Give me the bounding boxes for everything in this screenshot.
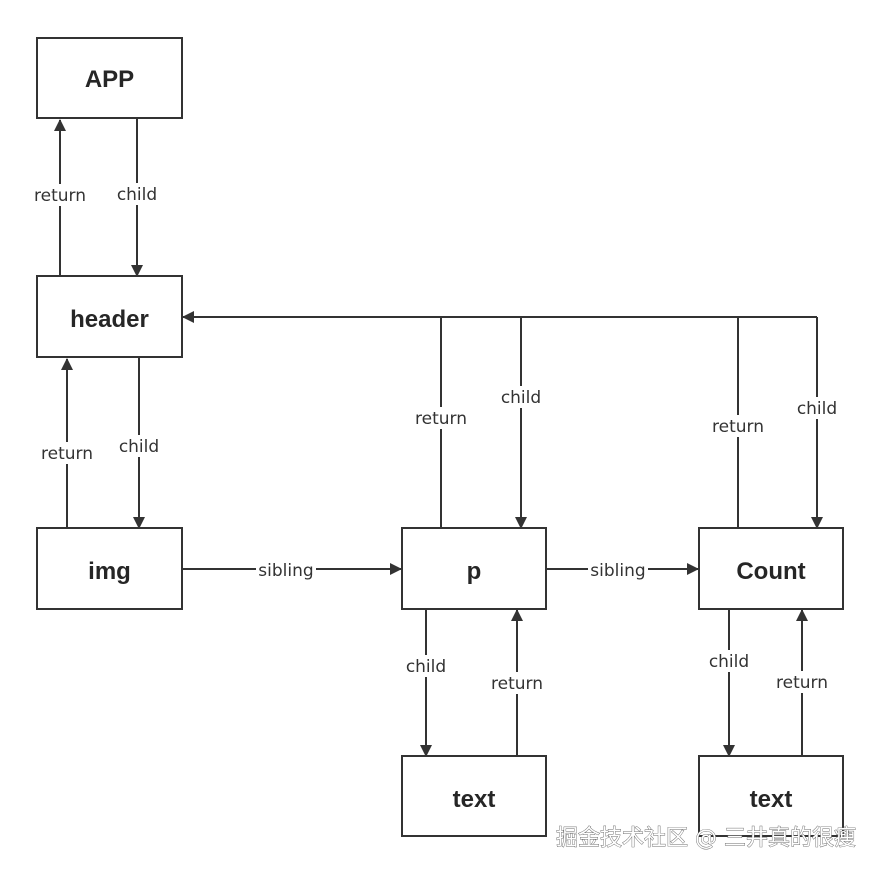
edge-label-img-return: return [41,444,93,464]
edge-label-header-return: return [34,186,86,206]
edge-label-p-child: child [406,657,446,677]
node-count: Count [698,527,844,610]
watermark: 掘金技术社区 @ 三井真的很瘦 [556,826,856,851]
edge-label-count-child: child [709,652,749,672]
edge-label-app-child: child [117,185,157,205]
edge-label-text-count-return: return [776,673,828,693]
edge-label-header-child: child [119,437,159,457]
edge-label-count-return: return [712,417,764,437]
edge-label-text-p-return: return [491,674,543,694]
node-label-p: p [467,558,482,585]
node-text-count: text [698,755,844,837]
node-p: p [401,527,547,610]
edge-label-img-sibling: sibling [258,561,313,581]
edge-label-p-return: return [415,409,467,429]
edge-label-count-child-from-header: child [797,399,837,419]
edge-labels: child return child return sibling siblin… [32,183,839,694]
edge-label-p-sibling: sibling [590,561,645,581]
node-label-count: Count [736,558,805,585]
node-label-text-count: text [750,786,793,813]
node-label-img: img [88,558,131,585]
node-text-p: text [401,755,547,837]
edge-label-p-child-from-header: child [501,388,541,408]
node-label-app: APP [85,66,134,93]
node-header: header [36,275,183,358]
node-label-header: header [70,306,149,333]
node-app: APP [36,37,183,119]
node-label-text-p: text [453,786,496,813]
node-img: img [36,527,183,610]
